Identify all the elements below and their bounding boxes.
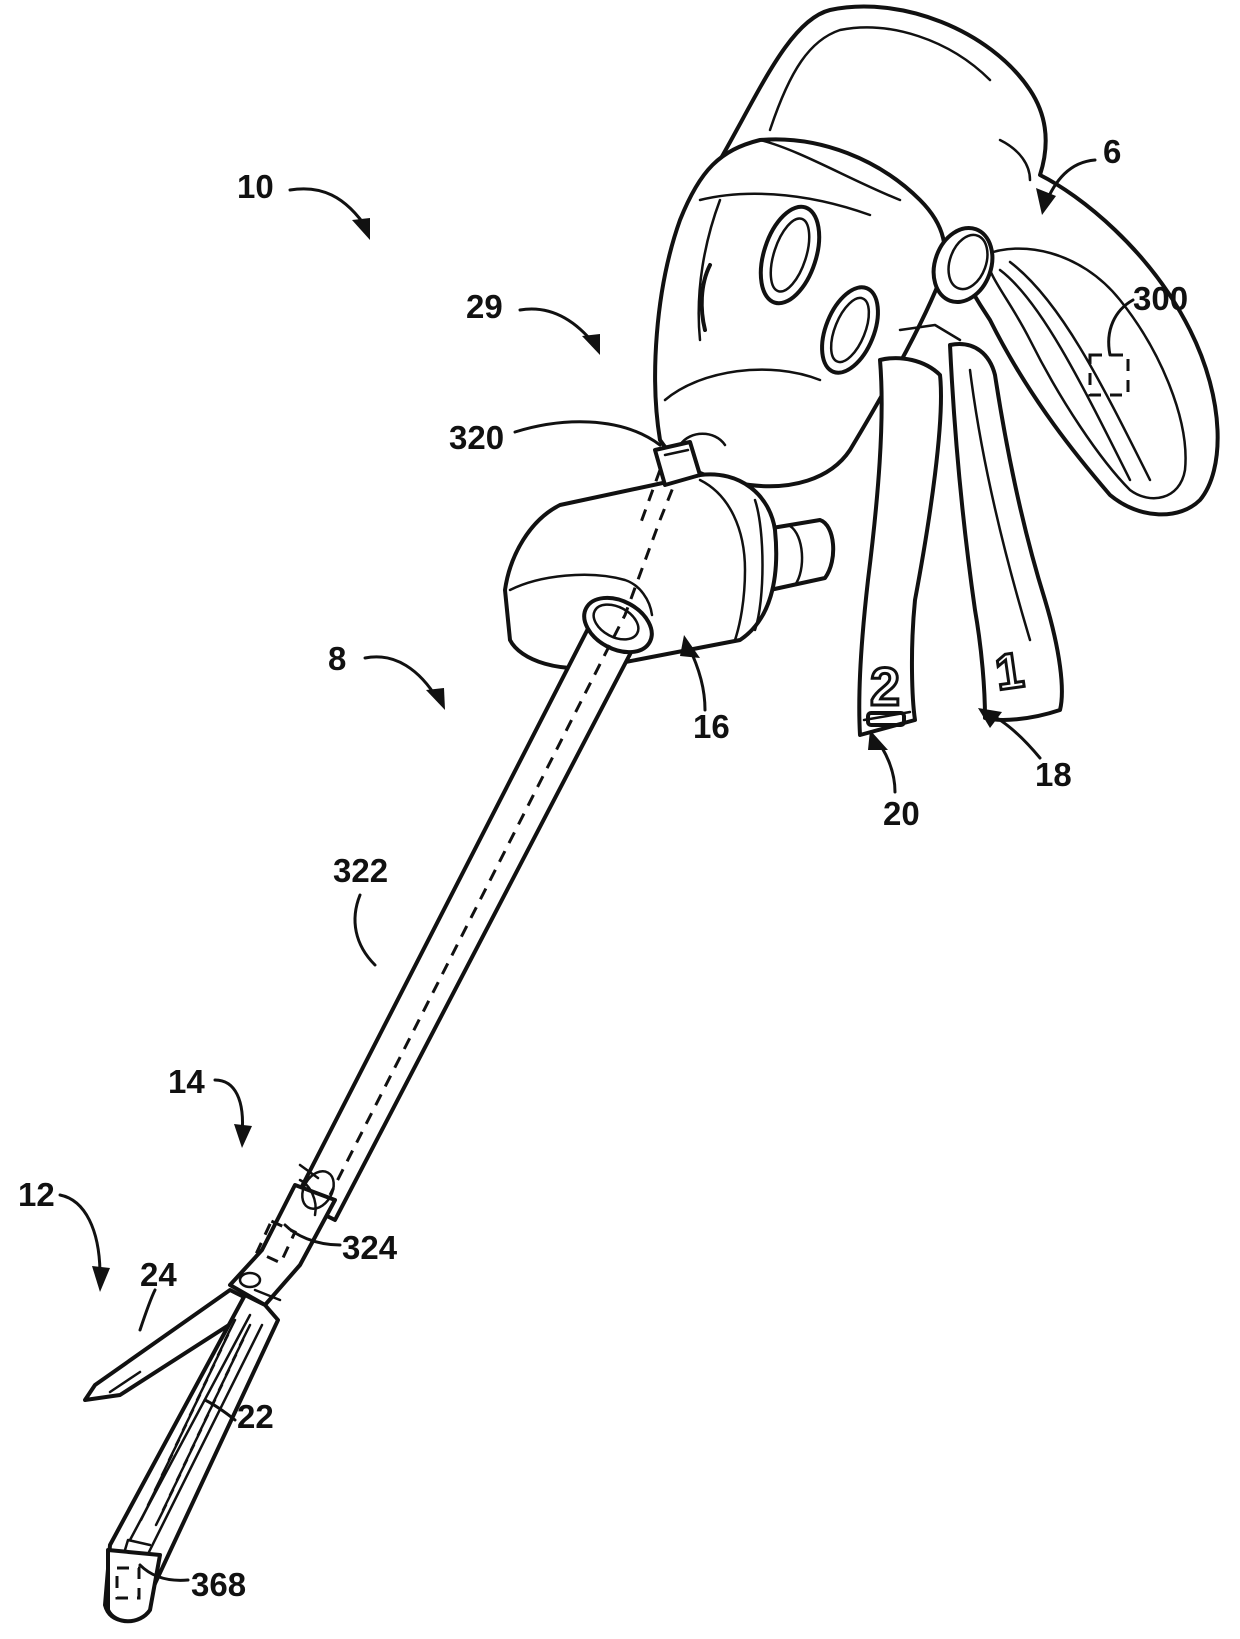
end-effector bbox=[85, 1290, 278, 1621]
rotation-knob bbox=[505, 474, 833, 668]
label-controller: 300 bbox=[1133, 282, 1188, 315]
label-cartridge: 22 bbox=[237, 1400, 274, 1433]
label-tip-sensor: 368 bbox=[191, 1568, 246, 1601]
label-anvil: 24 bbox=[140, 1258, 177, 1291]
label-sensor: 320 bbox=[449, 421, 504, 454]
sensor-320 bbox=[655, 442, 700, 485]
label-conductor: 322 bbox=[333, 854, 388, 887]
label-shaft: 8 bbox=[328, 642, 346, 675]
label-end-effector: 12 bbox=[18, 1178, 55, 1211]
label-knob: 16 bbox=[693, 710, 730, 743]
label-housing: 29 bbox=[466, 290, 503, 323]
label-trigger-2: 20 bbox=[883, 797, 920, 830]
label-trigger-1: 18 bbox=[1035, 758, 1072, 791]
label-articulation-joint: 14 bbox=[168, 1065, 205, 1098]
trigger-2-marking: 2 bbox=[870, 657, 900, 717]
label-connector: 324 bbox=[342, 1231, 397, 1264]
label-device: 10 bbox=[237, 170, 274, 203]
label-handle: 6 bbox=[1103, 135, 1121, 168]
